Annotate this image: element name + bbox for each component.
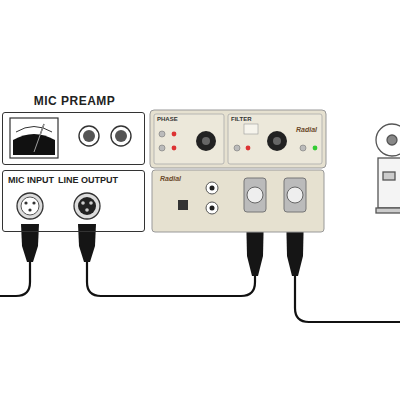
knobs: [79, 126, 131, 146]
brand-logo: Radial: [160, 175, 181, 182]
preamp-io-panel: MIC INPUT LINE OUTPUT: [2, 170, 145, 232]
jack-label: LINE OUTPUT: [58, 175, 118, 185]
panel-label: PHASE: [157, 116, 178, 122]
preamp-top-panel: MIC PREAMP: [2, 112, 145, 165]
jack-label: MIC INPUT: [8, 175, 54, 185]
radial-device: [150, 110, 326, 232]
xlr-jacks: [17, 193, 100, 219]
output-cable: [295, 276, 400, 322]
brand-logo: Radial: [296, 126, 317, 133]
vu-meter: [10, 118, 58, 158]
panel-label: FILTER: [231, 116, 252, 122]
tape-machine: [376, 124, 400, 213]
panel-heading: MIC PREAMP: [34, 94, 116, 108]
mic-cable: [0, 262, 30, 296]
line-cable: [87, 262, 255, 296]
